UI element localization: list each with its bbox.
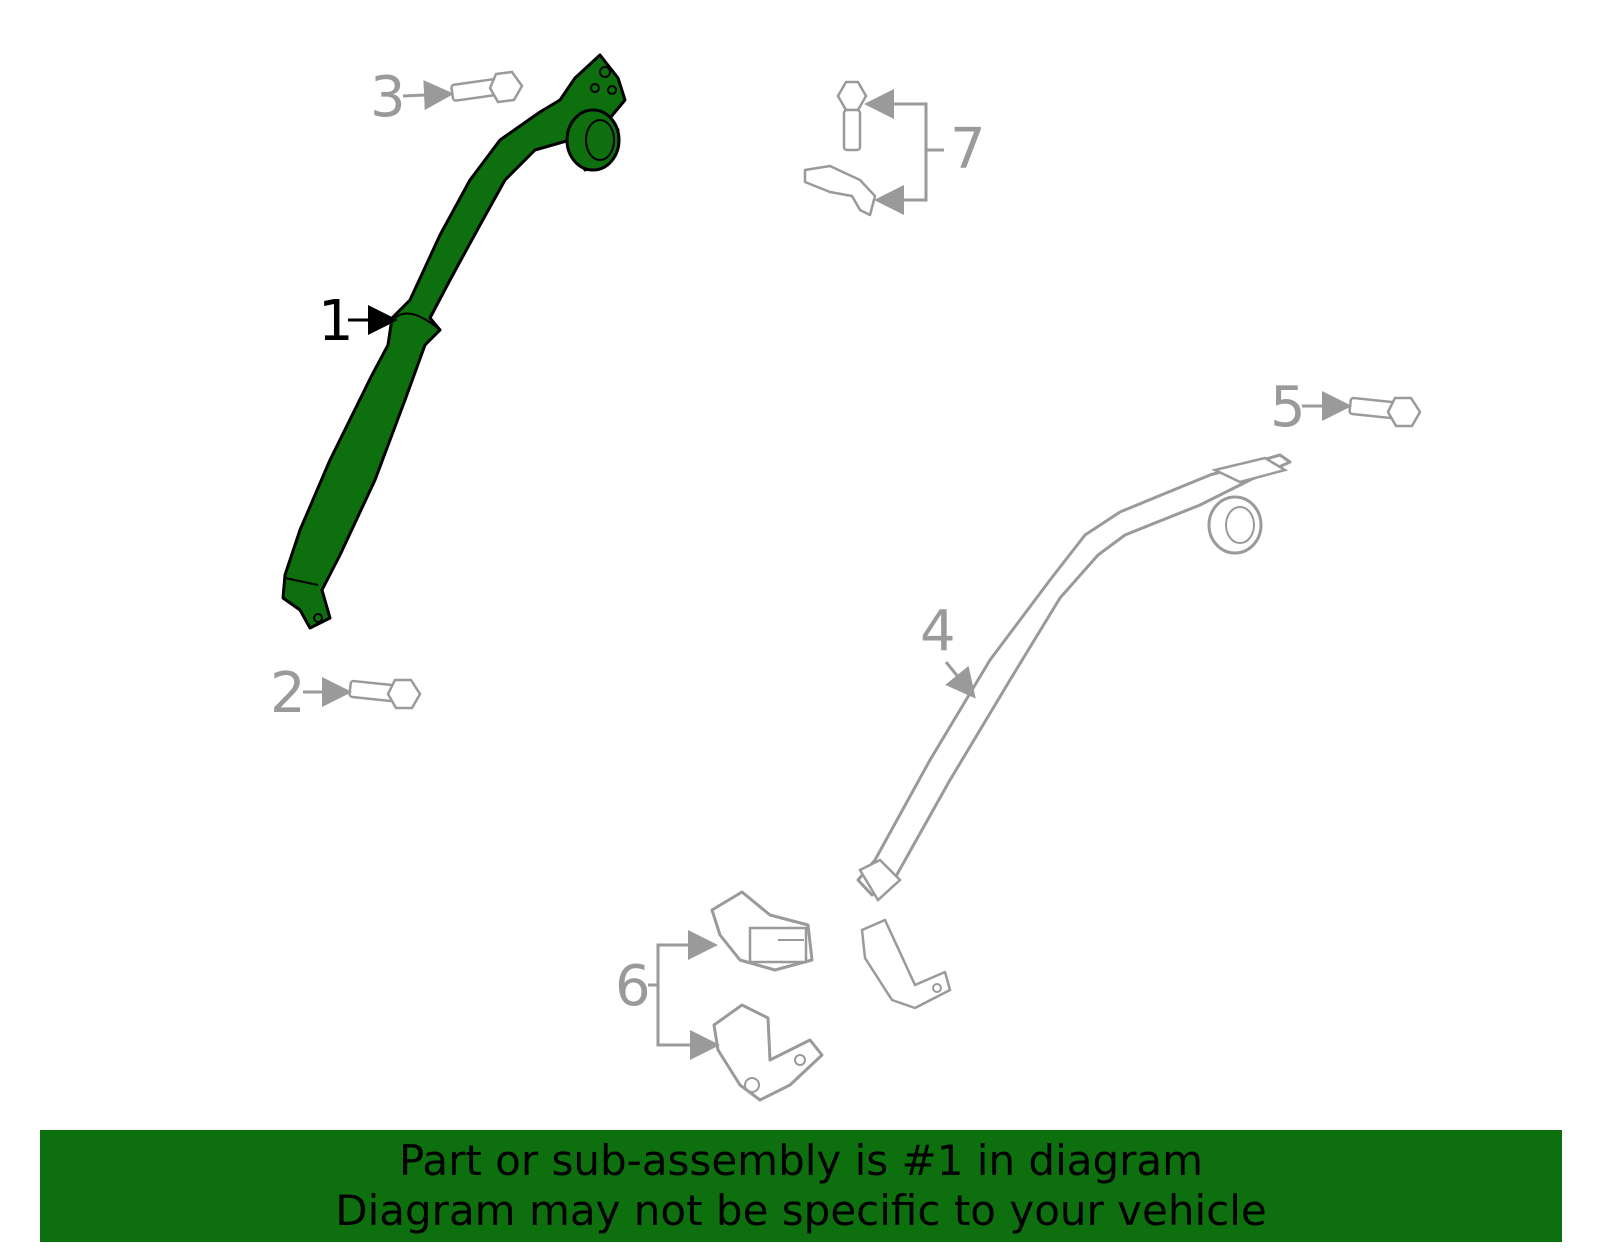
part-6-buckle-assemblies[interactable]	[710, 890, 824, 1102]
callout-4-number: 4	[920, 599, 956, 664]
info-banner: Part or sub-assembly is #1 in diagram Di…	[40, 1130, 1562, 1242]
callout-2: 2	[270, 661, 352, 726]
part-2-bolt[interactable]	[348, 678, 422, 710]
part-1-seat-belt-assembly[interactable]	[281, 53, 627, 630]
callout-5: 5	[1270, 375, 1352, 440]
callout-7: 7	[864, 89, 986, 215]
info-banner-background	[40, 1130, 1562, 1242]
callout-2-number: 2	[270, 661, 306, 726]
callout-1-number: 1	[318, 289, 354, 354]
banner-line-1: Part or sub-assembly is #1 in diagram	[398, 1136, 1204, 1185]
callout-3: 3	[370, 65, 454, 130]
callout-4: 4	[920, 599, 976, 699]
callout-3-number: 3	[370, 65, 406, 130]
part-3-bolt[interactable]	[450, 70, 524, 104]
part-4-seat-belt-assembly[interactable]	[856, 453, 1292, 1010]
part-7-bolt-and-bracket[interactable]	[803, 80, 877, 217]
callout-1: 1	[318, 289, 398, 354]
banner-line-2: Diagram may not be specific to your vehi…	[335, 1186, 1267, 1235]
callout-6-number: 6	[615, 954, 651, 1019]
callout-6: 6	[615, 930, 720, 1060]
part-5-bolt[interactable]	[1348, 396, 1422, 428]
callout-7-number: 7	[950, 117, 986, 182]
callout-5-number: 5	[1270, 375, 1306, 440]
